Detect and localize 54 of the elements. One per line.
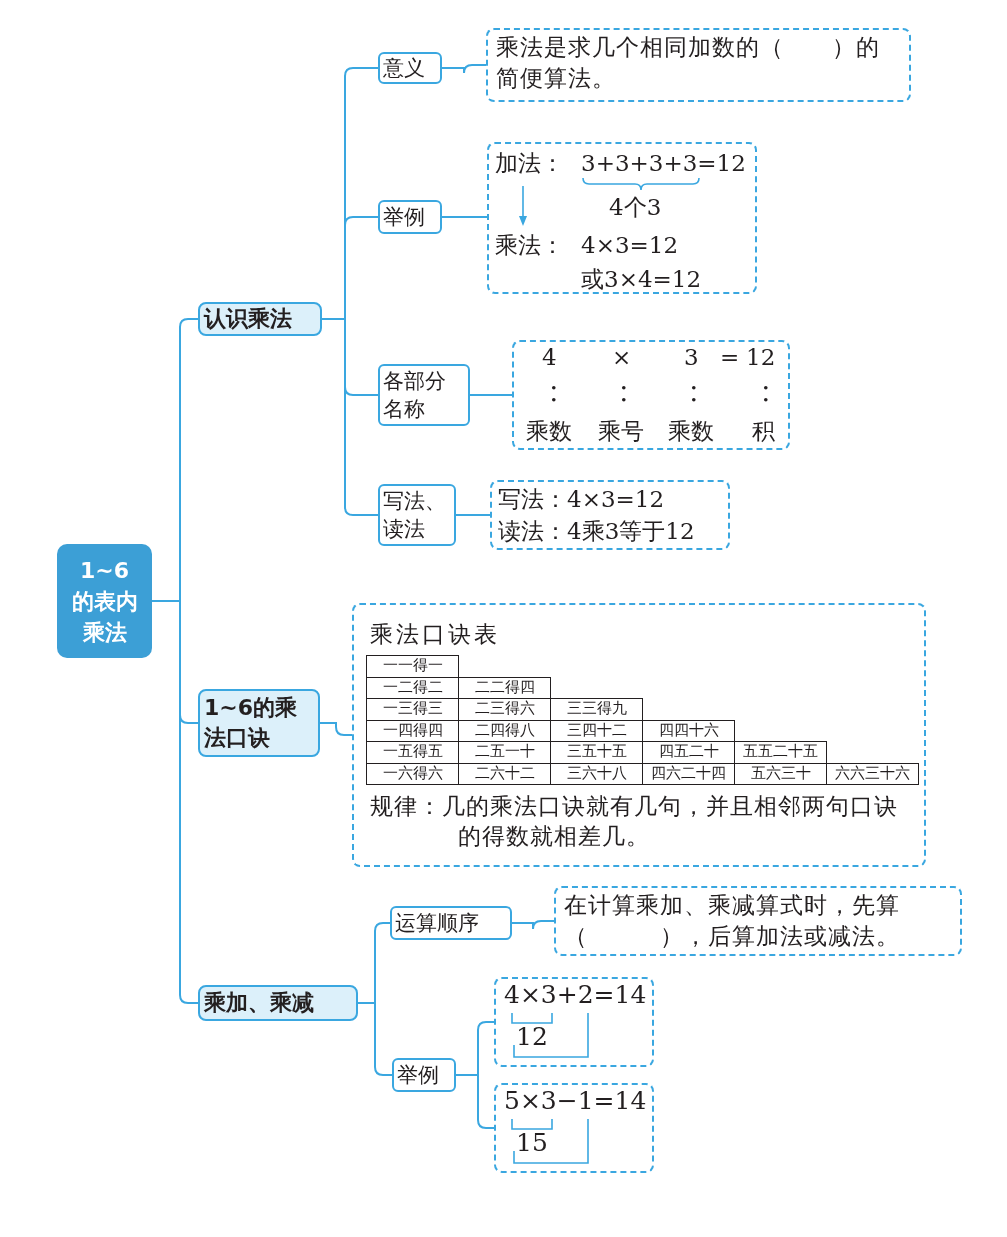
text-label: 读法：4乘3等于12	[498, 517, 695, 546]
table-panel	[352, 603, 926, 867]
topic-box: 各部分名称	[378, 364, 470, 426]
example-box	[512, 340, 790, 450]
topic-box: 举例	[392, 1058, 456, 1092]
topic-box: 意义	[378, 52, 442, 84]
table-cell: 六六三十六	[826, 762, 919, 785]
connector-line	[441, 64, 487, 74]
connector-line	[321, 318, 379, 516]
table-cell: 二二得四	[458, 676, 551, 699]
table-title: 乘法口诀表	[370, 620, 500, 649]
term-name: 乘数	[668, 417, 714, 446]
term-name: 积	[752, 417, 775, 446]
example-box	[487, 142, 757, 294]
branch-box: 1~6的乘法口诀	[198, 689, 320, 757]
table-cell: 一一得一	[366, 655, 459, 678]
number-label: 4	[542, 343, 557, 372]
branch-box: 乘加、乘减	[198, 985, 358, 1021]
equation: 3+3+3+3=12	[581, 149, 746, 178]
term-name: 乘数	[526, 417, 572, 446]
rule-text: 规律：几的乘法口诀就有几句，并且相邻两句口诀的得数就相差几。	[370, 792, 899, 851]
text-label: 写法：4×3=12	[498, 485, 665, 514]
table-cell: 四四十六	[642, 719, 735, 742]
connector-line	[319, 722, 353, 736]
number-label: 12	[746, 343, 776, 372]
text-label: 4个3	[609, 193, 662, 222]
equation: 4×3=12	[581, 231, 679, 260]
connector-line	[469, 394, 513, 396]
connector-line	[455, 514, 491, 516]
term-name: 乘号	[598, 417, 644, 446]
connector-line	[441, 216, 488, 218]
note-box: 在计算乘加、乘减算式时，先算（ ），后算加法或减法。	[554, 886, 962, 956]
equation: 或3×4=12	[581, 265, 702, 294]
table-cell: 五五二十五	[734, 741, 827, 764]
topic-box: 举例	[378, 200, 442, 234]
text-label: 加法：	[495, 149, 564, 178]
example-box	[494, 1083, 654, 1173]
topic-box: 1~6的表内乘法	[57, 544, 152, 658]
number-label: 3	[684, 343, 699, 372]
note-box: 乘法是求几个相同加数的（ ）的简便算法。	[486, 28, 911, 102]
equation: 5×3−1=14	[504, 1085, 647, 1116]
example-box	[490, 480, 730, 550]
number-label: 15	[516, 1127, 548, 1158]
number-label: 12	[516, 1021, 548, 1052]
equation: 4×3+2=14	[504, 979, 647, 1010]
operator-sign: ×	[612, 343, 632, 372]
table-cell: 三三得九	[550, 698, 643, 721]
text-label: 乘法：	[495, 231, 564, 260]
connector-line	[511, 920, 555, 930]
topic-box: 运算顺序	[390, 906, 512, 940]
operator-sign: =	[720, 343, 740, 372]
example-box	[494, 977, 654, 1067]
branch-box: 认识乘法	[198, 302, 322, 336]
topic-box: 写法、读法	[378, 484, 456, 546]
